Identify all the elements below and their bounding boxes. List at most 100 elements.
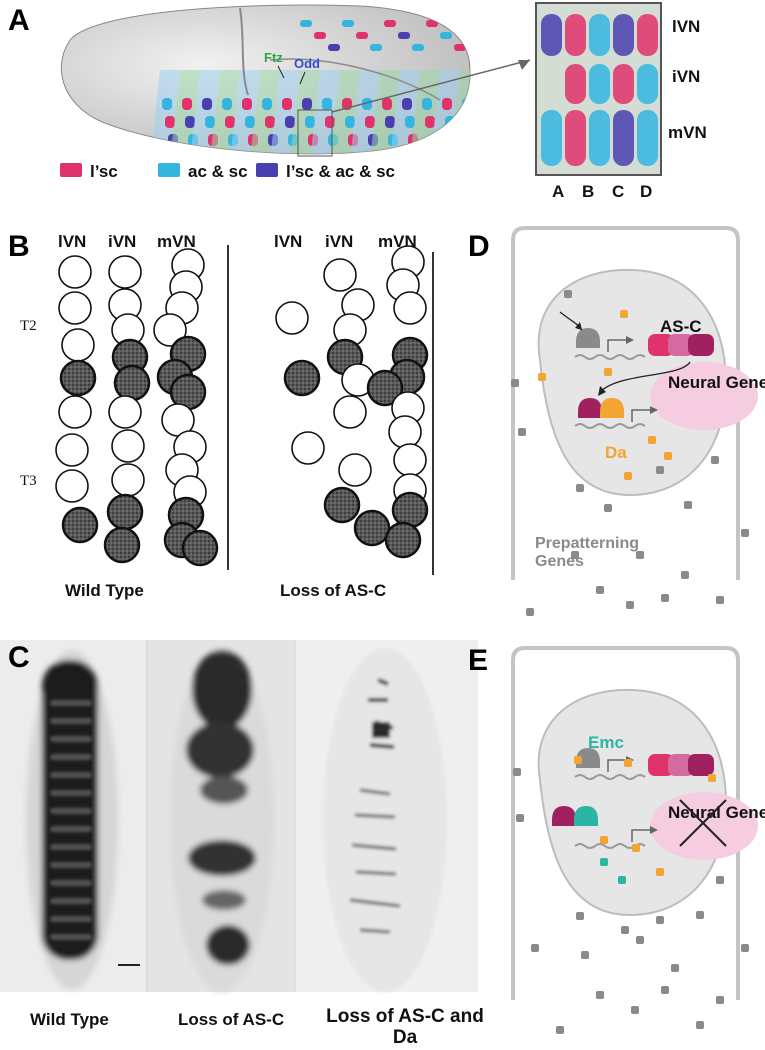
inset-neuroblast	[613, 14, 634, 56]
d-da-protein-bound	[600, 398, 624, 418]
prepatterning-factor	[576, 912, 584, 920]
prepatterning-factor	[656, 466, 664, 474]
da-protein	[664, 452, 672, 460]
prepatterning-factor	[581, 951, 589, 959]
embryo-neuroblast-cell	[245, 116, 255, 128]
e-repression-x	[679, 799, 727, 847]
zoom-box	[297, 109, 333, 157]
prepatterning-factor	[596, 586, 604, 594]
da-protein	[708, 774, 716, 782]
neuroblast-filled	[323, 486, 361, 524]
embryo-neuroblast-cell	[322, 98, 332, 110]
prepatterning-factor	[681, 571, 689, 579]
emc-protein	[618, 876, 626, 884]
neuroblast-empty	[58, 291, 92, 325]
embryo-neuroblast-cell	[398, 32, 410, 39]
embryo-neuroblast-cell	[362, 98, 372, 110]
d-prepatterning-factor-bound	[576, 328, 600, 348]
e-neural-genes-label: Neural Genes	[668, 803, 765, 822]
panel-b: B lVN iVN mVN lVN iVN mVN T2 T3 Wild Typ…	[8, 230, 434, 600]
wt-segment-band	[50, 934, 92, 940]
prepatterning-factor	[684, 501, 692, 509]
c-caption-loss-asc: Loss of AS-C	[178, 1010, 284, 1029]
neuroblast-filled	[61, 506, 99, 544]
odd-pointer	[299, 71, 306, 85]
row-label-lvn: lVN	[672, 17, 700, 36]
panel-label-d: D	[468, 230, 490, 263]
embryo-neuroblast-cell	[426, 20, 438, 27]
b-loss-col-lvn: lVN	[274, 232, 302, 251]
panel-label-c: C	[8, 641, 30, 674]
prepatterning-factor	[636, 551, 644, 559]
prepatterning-factor	[516, 814, 524, 822]
inset-neuroblast	[589, 110, 610, 166]
prepatterning-factor	[621, 926, 629, 934]
c-embryo-loss-asc-da	[323, 648, 447, 992]
embryo-neuroblast-cell	[442, 98, 452, 110]
d-transcription-arrow-lower	[631, 409, 652, 422]
prepatterning-factor	[716, 996, 724, 1004]
inset-neuroblast	[565, 110, 586, 166]
wt-segment-band	[50, 736, 92, 742]
neuroblast-filled	[59, 359, 97, 397]
panel-label-b: B	[8, 230, 30, 263]
wt-segment-band	[50, 862, 92, 868]
inset-neuroblast	[565, 14, 586, 56]
inset-neuroblast	[589, 14, 610, 56]
zoom-arrowhead	[518, 60, 530, 70]
prepatterning-factor	[696, 911, 704, 919]
col-label-c: C	[612, 182, 624, 201]
inset-neuroblast	[637, 14, 658, 56]
b-wt-col-mvn: mVN	[157, 232, 196, 251]
e-asc-protein-2	[668, 754, 694, 776]
prepatterning-factor	[661, 986, 669, 994]
col-label-d: D	[640, 182, 652, 201]
da-protein	[574, 756, 582, 764]
da-protein	[648, 436, 656, 444]
da-protein	[620, 310, 628, 318]
d-transcription-arrow-upper	[607, 339, 628, 352]
embryo-neuroblast-cell	[314, 32, 326, 39]
d-neural-genes-label: Neural Genes	[668, 373, 765, 392]
inset-neuroblast	[637, 64, 658, 104]
embryo-neuroblast-cell	[402, 98, 412, 110]
wt-segment-band	[50, 916, 92, 922]
neuroblast-filled	[106, 493, 144, 531]
da-protein	[632, 844, 640, 852]
neuroblast-filled	[384, 521, 422, 559]
prepatterning-factor	[604, 504, 612, 512]
neuroblast-empty	[61, 328, 95, 362]
embryo-neuroblast-cell	[384, 20, 396, 27]
d-asc-protein-1	[648, 334, 674, 356]
d-asc-label: AS-C	[660, 317, 702, 336]
da-protein	[656, 868, 664, 876]
embryo-neuroblast-cell	[440, 32, 452, 39]
c-caption-wt: Wild Type	[30, 1010, 109, 1029]
neuroblast-empty	[323, 258, 357, 292]
wt-segment-band	[50, 772, 92, 778]
e-cell-membrane	[511, 646, 740, 1000]
wt-segment-band	[50, 808, 92, 814]
embryo-neuroblast-cell	[282, 98, 292, 110]
d-asc-protein-bound	[578, 398, 602, 418]
wt-segment-band	[50, 880, 92, 886]
embryo-neuroblast-cell	[222, 98, 232, 110]
embryo-neuroblast-cell	[445, 116, 455, 128]
emc-protein	[600, 858, 608, 866]
embryo-neuroblast-cell	[162, 98, 172, 110]
neuroblast-filled	[366, 369, 404, 407]
embryo-neuroblast-cell	[262, 98, 272, 110]
prepatterning-factor	[518, 428, 526, 436]
b-caption-wt: Wild Type	[65, 581, 144, 600]
embryo-neuroblast-cell	[412, 44, 424, 51]
da-protein	[624, 759, 632, 767]
embryo-neuroblast-cell	[185, 116, 195, 128]
legend-swatch-lsc	[60, 163, 82, 177]
neuroblast-empty	[111, 463, 145, 497]
b-wt-col-ivn: iVN	[108, 232, 136, 251]
embryo-neuroblast-cell	[356, 32, 368, 39]
embryo-neuroblast-cell	[365, 116, 375, 128]
b-loss-col-ivn: iVN	[325, 232, 353, 251]
panel-label-a: A	[8, 4, 30, 37]
row-label-ivn: iVN	[672, 67, 700, 86]
